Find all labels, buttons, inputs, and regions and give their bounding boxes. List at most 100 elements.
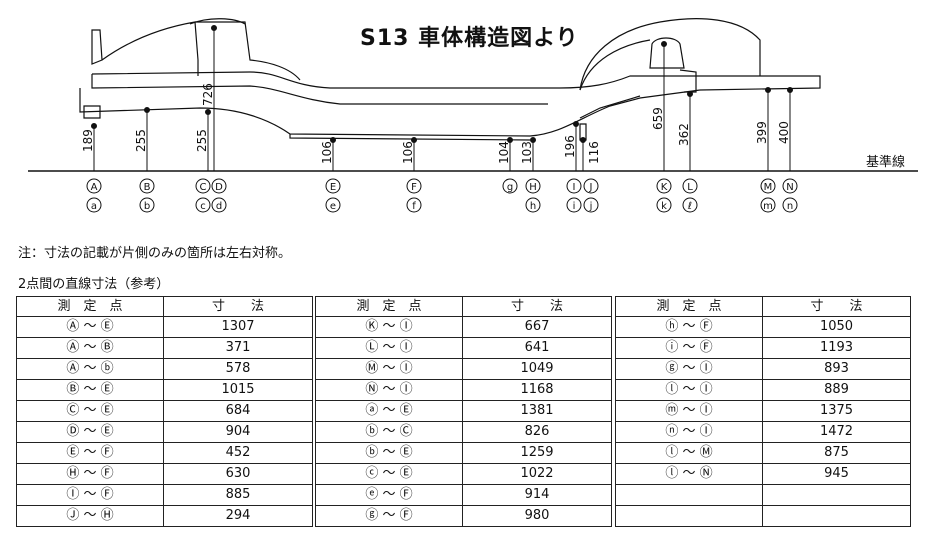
measure-points-cell: ⓛ ～ Ⓘ	[615, 379, 763, 401]
dim-n: 400	[777, 121, 791, 144]
point-marker-upper: J	[589, 182, 593, 193]
dim-m: 399	[755, 121, 769, 144]
point-marker-upper: L	[687, 182, 693, 193]
dim-l: 362	[677, 123, 691, 146]
point-marker-upper: E	[330, 182, 336, 193]
measure-points-cell	[615, 484, 763, 506]
measure-points-cell: ⓔ ～ Ⓕ	[315, 484, 463, 506]
point-marker-upper-ring	[583, 178, 599, 194]
dim-g: 104	[497, 141, 511, 164]
measure-points-cell: ⓘ ～ Ⓕ	[615, 337, 763, 359]
col-header-dim: 寸 法	[462, 296, 612, 317]
dim-h: 103	[520, 141, 534, 164]
measure-points-cell: ⓖ ～ Ⓕ	[315, 505, 463, 527]
chassis-diagram: 基準線 189 255 255 726 106 106 104 103 196 …	[28, 18, 918, 213]
point-marker-upper-ring	[760, 178, 776, 194]
dimension-cell: 826	[462, 421, 612, 443]
dimension-cell: 578	[163, 358, 313, 380]
point-marker-lower: i	[573, 201, 576, 212]
dim-c: 255	[195, 129, 209, 152]
point-marker-upper: F	[411, 182, 417, 193]
point-marker-upper: B	[144, 182, 151, 193]
point-marker-upper: A	[91, 182, 98, 193]
dim-k: 659	[651, 107, 665, 130]
dimension-cell: 1015	[163, 379, 313, 401]
point-marker-lower-ring	[782, 197, 798, 213]
page-title: S13 車体構造図より	[360, 26, 579, 51]
point-marker-upper-ring	[195, 178, 211, 194]
dimension-cell: 371	[163, 337, 313, 359]
measure-points-cell: Ⓙ ～ Ⓗ	[16, 505, 164, 527]
point-marker-lower-ring	[195, 197, 211, 213]
point-marker-lower-ring	[86, 197, 102, 213]
dimension-cell: 980	[462, 505, 612, 527]
measure-points-cell	[615, 505, 763, 527]
dimension-cell: 630	[163, 463, 313, 485]
point-marker-upper-ring	[525, 178, 541, 194]
dimension-cell: 885	[163, 484, 313, 506]
dim-a: 189	[81, 129, 95, 152]
measure-points-cell: Ⓚ ～ Ⓘ	[315, 316, 463, 338]
measure-points-cell: Ⓝ ～ Ⓘ	[315, 379, 463, 401]
point-marker-lower-ring	[583, 197, 599, 213]
measure-points-cell: ⓜ ～ Ⓘ	[615, 400, 763, 422]
table-heading: 2点間の直線寸法（参考）	[18, 277, 170, 292]
point-marker-lower: k	[661, 201, 667, 212]
point-marker-upper-ring	[566, 178, 582, 194]
point-marker-upper: D	[215, 182, 223, 193]
measure-points-cell: ⓐ ～ Ⓔ	[315, 400, 463, 422]
point-marker-lower-ring	[406, 197, 422, 213]
measure-points-cell: Ⓛ ～ Ⓘ	[315, 337, 463, 359]
point-marker-upper: M	[764, 182, 773, 193]
measure-points-cell: Ⓗ ～ Ⓕ	[16, 463, 164, 485]
point-marker-upper-ring	[782, 178, 798, 194]
measure-points-cell: ⓑ ～ Ⓔ	[315, 442, 463, 464]
dim-i: 196	[563, 135, 577, 158]
dimension-cell: 294	[163, 505, 313, 527]
dimension-cell: 1022	[462, 463, 612, 485]
col-header-dim: 寸 法	[163, 296, 313, 317]
col-header-point: 測 定 点	[315, 296, 463, 317]
point-marker-upper-ring	[406, 178, 422, 194]
measure-points-cell: Ⓘ ～ Ⓕ	[16, 484, 164, 506]
point-marker-lower: e	[330, 201, 336, 212]
dimension-cell	[762, 505, 911, 527]
point-marker-upper-ring	[86, 178, 102, 194]
dimension-cell: 1050	[762, 316, 911, 338]
point-marker-lower-ring	[211, 197, 227, 213]
dimension-cell: 641	[462, 337, 612, 359]
dimension-cell: 875	[762, 442, 911, 464]
point-marker-lower: n	[787, 201, 793, 212]
dimension-cell: 1381	[462, 400, 612, 422]
measure-points-cell: Ⓜ ～ Ⓘ	[315, 358, 463, 380]
point-marker-lower: d	[216, 201, 222, 212]
point-marker-lower-ring	[656, 197, 672, 213]
measure-points-cell: ⓖ ～ Ⓘ	[615, 358, 763, 380]
point-marker-lower-ring	[325, 197, 341, 213]
dimension-cell: 1307	[163, 316, 313, 338]
dimension-cell: 904	[163, 421, 313, 443]
col-header-dim: 寸 法	[762, 296, 911, 317]
front-upper-rail	[91, 71, 821, 91]
point-marker-upper-ring	[682, 178, 698, 194]
measure-points-cell: Ⓐ ～ ⓑ	[16, 358, 164, 380]
dimension-cell: 889	[762, 379, 911, 401]
